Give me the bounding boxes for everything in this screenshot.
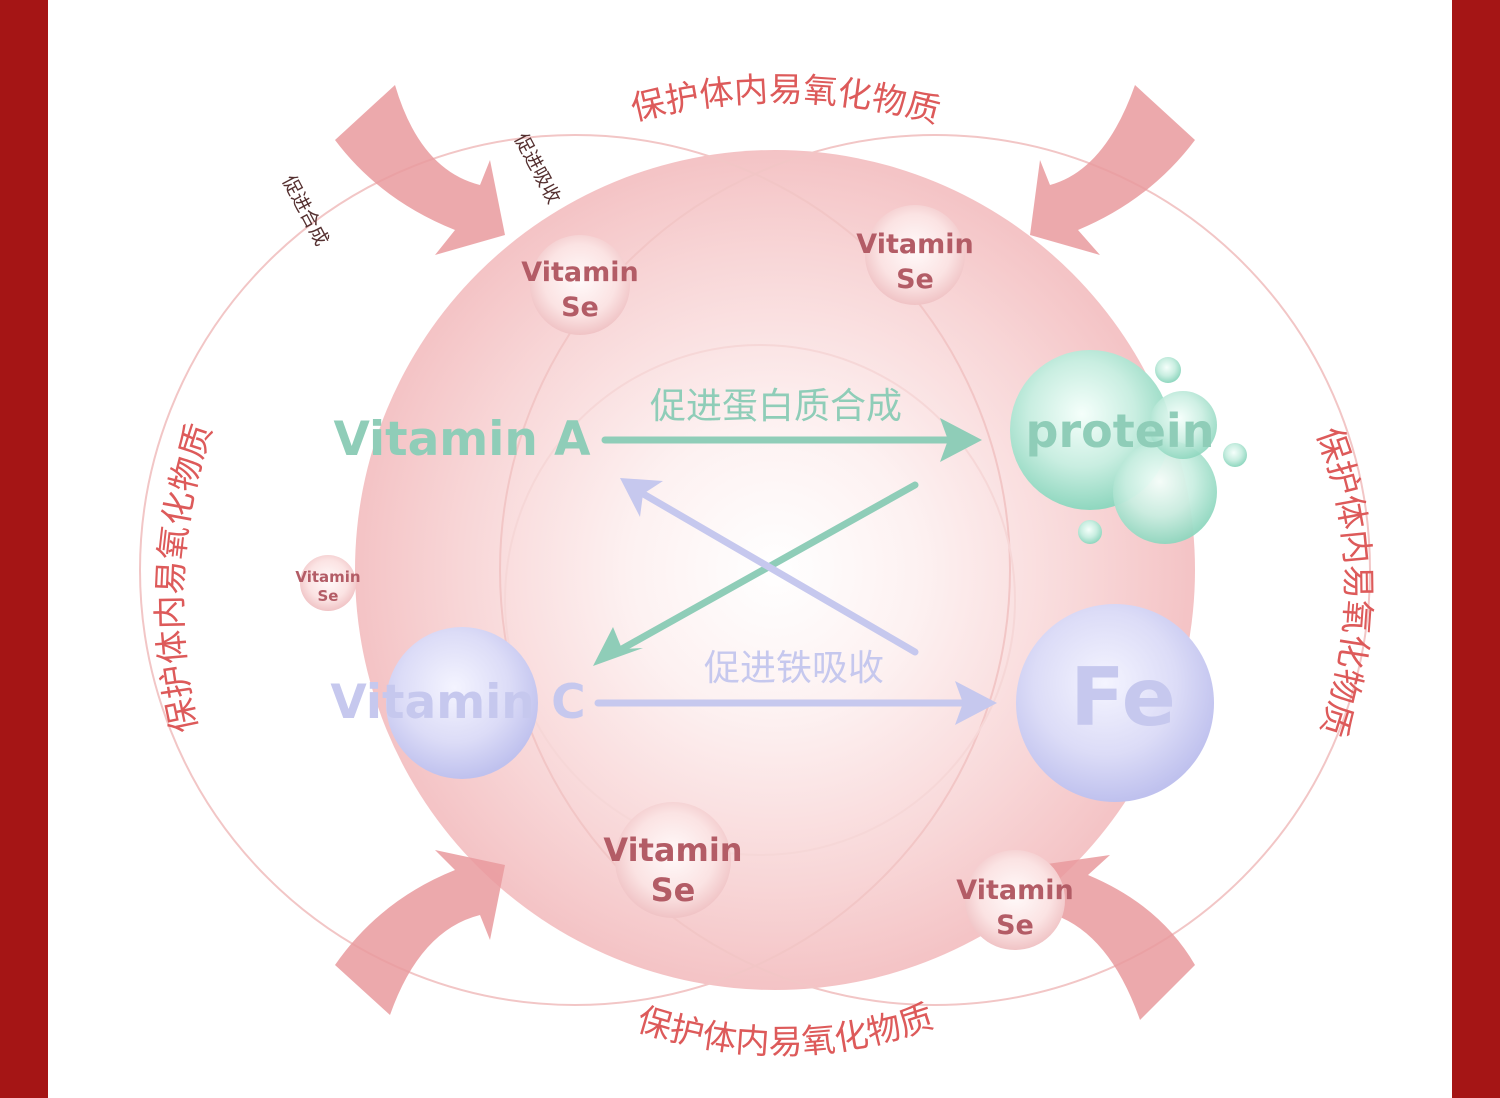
vitamin-se-bubble: Vitamin Se bbox=[521, 235, 639, 335]
svg-text:Se: Se bbox=[996, 910, 1034, 941]
arrowheads bbox=[593, 418, 997, 725]
arrow-icon bbox=[335, 850, 505, 1015]
vitamin-se-bubble: Vitamin Se bbox=[295, 555, 361, 611]
bubble-icon bbox=[1149, 391, 1217, 459]
fe-sphere bbox=[1016, 604, 1214, 802]
bubble-icon bbox=[1223, 443, 1247, 467]
svg-text:Se: Se bbox=[896, 264, 934, 295]
svg-text:Vitamin: Vitamin bbox=[956, 875, 1073, 906]
protect-label-right: 保护体内易氧化物质 bbox=[1308, 422, 1377, 741]
arrow-icon bbox=[940, 418, 982, 462]
arrow-icon bbox=[593, 627, 643, 666]
svg-text:Vitamin: Vitamin bbox=[295, 568, 360, 586]
vitamin-se-bubble: Vitamin Se bbox=[956, 850, 1074, 950]
arrow-icon bbox=[636, 488, 919, 656]
svg-text:Se: Se bbox=[561, 292, 599, 323]
iron-absorption-label: 促进铁吸收 bbox=[704, 648, 884, 689]
promote-absorption-label: 促进吸收 bbox=[510, 130, 565, 207]
protect-label-top: 保护体内易氧化物质 bbox=[627, 70, 944, 132]
svg-text:Vitamin: Vitamin bbox=[603, 831, 742, 869]
vitamin-c-label: Vitamin C bbox=[330, 675, 585, 730]
bubble-icon bbox=[1155, 357, 1181, 383]
vitamin-c-sphere bbox=[386, 627, 538, 779]
svg-text:Vitamin: Vitamin bbox=[856, 229, 973, 260]
relation-arrows bbox=[594, 436, 969, 707]
promote-synthesis-label: 促进合成 bbox=[278, 172, 333, 249]
bubble-icon bbox=[1078, 520, 1102, 544]
vitamin-se-bubble: Vitamin Se bbox=[603, 802, 743, 918]
vitamin-se-bubble: Vitamin Se bbox=[856, 205, 974, 305]
arrow-icon bbox=[1040, 855, 1195, 1020]
svg-text:Se: Se bbox=[651, 871, 696, 909]
orbit-lines bbox=[139, 134, 1371, 1006]
svg-text:Vitamin: Vitamin bbox=[521, 257, 638, 288]
arrow-icon bbox=[1030, 85, 1195, 255]
protein-synthesis-label: 促进蛋白质合成 bbox=[650, 386, 902, 427]
arrow-icon bbox=[335, 85, 505, 255]
protect-label-bottom: 保护体内易氧化物质 bbox=[633, 997, 939, 1063]
bubble-icon bbox=[1113, 440, 1217, 544]
svg-text:Se: Se bbox=[318, 587, 339, 605]
fe-label: Fe bbox=[1070, 651, 1176, 744]
protect-label-left: 保护体内易氧化物质 bbox=[151, 419, 221, 736]
protein-label: protein bbox=[1026, 404, 1215, 458]
arrow-icon bbox=[955, 681, 997, 725]
vitamin-a-label: Vitamin A bbox=[333, 412, 591, 467]
protein-bubbles bbox=[1010, 350, 1247, 544]
arrow-icon bbox=[620, 478, 663, 517]
fat-arrows bbox=[335, 85, 1195, 1020]
